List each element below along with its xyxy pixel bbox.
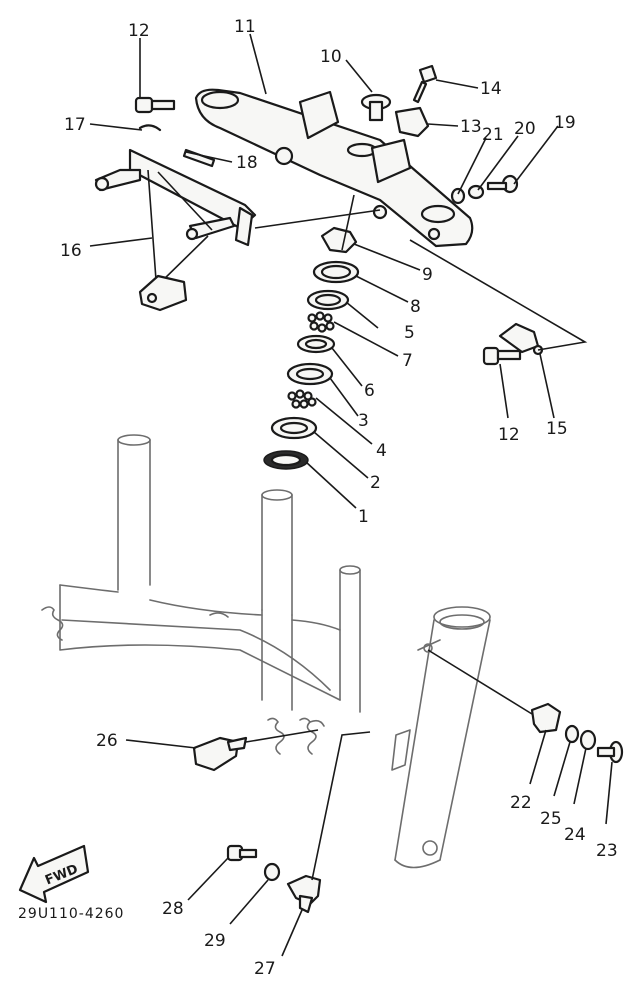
forward-direction-arrow: FWD (18, 844, 90, 904)
callout-numbers: 1 2 3 4 5 6 7 8 9 10 11 12 12 13 14 15 1… (60, 17, 618, 979)
part-27-guide (286, 874, 322, 914)
callout-15: 15 (546, 419, 568, 439)
callout-19: 19 (554, 113, 576, 133)
part-11-upper-bracket (194, 88, 474, 248)
assembly-lines (245, 194, 588, 881)
part-28-bolt (226, 844, 258, 862)
callout-27: 27 (254, 959, 276, 979)
part-13-damper (394, 106, 430, 138)
drawing-code: 29U110-4260 (18, 906, 124, 922)
fork-leg-outline (391, 606, 491, 869)
part-24-washer (579, 729, 597, 751)
callout-23: 23 (596, 841, 618, 861)
callout-12-upper: 12 (128, 21, 150, 41)
callout-17: 17 (64, 115, 86, 135)
callout-1: 1 (358, 507, 369, 527)
callout-16: 16 (60, 241, 82, 261)
steering-head-bearing-stack (263, 260, 360, 470)
callout-3: 3 (358, 411, 369, 431)
callout-22: 22 (510, 793, 532, 813)
part-12-bolt-upper (134, 96, 176, 114)
callout-4: 4 (376, 441, 387, 461)
part-26-cable-guide (192, 736, 248, 772)
callout-10: 10 (320, 47, 342, 67)
part-15-bracket (498, 322, 544, 356)
callout-12-lower: 12 (498, 425, 520, 445)
part-23-bolt (596, 740, 624, 764)
callout-18: 18 (236, 153, 258, 173)
part-17-clip (138, 124, 162, 132)
callout-7: 7 (402, 351, 413, 371)
callout-13: 13 (460, 117, 482, 137)
part-21-washer (450, 187, 466, 205)
callout-leaders (89, 33, 613, 957)
callout-29: 29 (204, 931, 226, 951)
callout-2: 2 (370, 473, 381, 493)
callout-28: 28 (162, 899, 184, 919)
callout-8: 8 (410, 297, 421, 317)
part-22-clamp (530, 702, 562, 734)
part-12-bolt-lower (482, 346, 522, 366)
frame-outline (41, 434, 361, 755)
callout-26: 26 (96, 731, 118, 751)
callout-11: 11 (234, 17, 256, 37)
part-9-ring-nut (320, 226, 358, 254)
part-16-meter-bracket (94, 148, 257, 312)
callout-14: 14 (480, 79, 502, 99)
callout-9: 9 (422, 265, 433, 285)
callout-21: 21 (482, 125, 504, 145)
part-10-bolt (360, 93, 392, 122)
part-7-ball-bearings-upper (307, 311, 335, 333)
part-20-washer (467, 184, 485, 200)
part-25-washer (564, 724, 580, 744)
part-4-ball-bearings-lower (287, 389, 317, 409)
callout-25: 25 (540, 809, 562, 829)
part-19-screw (486, 174, 519, 194)
part-29-washer (263, 862, 281, 882)
callout-5: 5 (404, 323, 415, 343)
callout-20: 20 (514, 119, 536, 139)
part-14-bolt (412, 64, 438, 104)
callout-24: 24 (564, 825, 586, 845)
callout-6: 6 (364, 381, 375, 401)
